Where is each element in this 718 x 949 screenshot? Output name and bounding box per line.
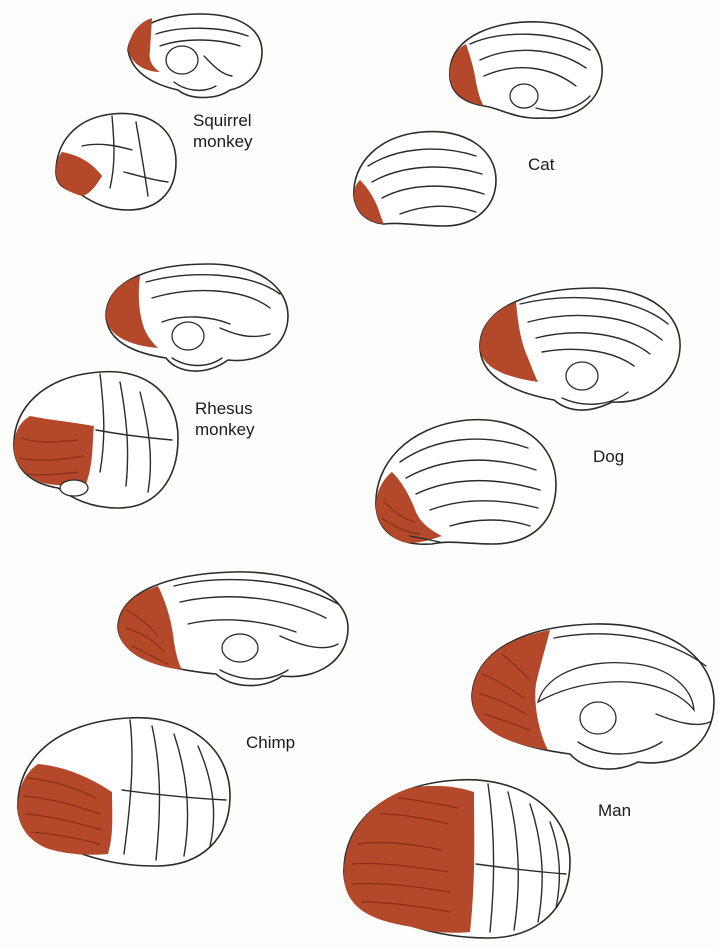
rhesus-monkey-medial-brain xyxy=(100,258,294,378)
man-medial-brain xyxy=(466,618,718,776)
dog-lateral-brain xyxy=(370,414,560,550)
label-man: Man xyxy=(598,800,631,821)
squirrel-monkey-lateral-brain xyxy=(52,106,182,214)
label-cat: Cat xyxy=(528,154,554,175)
chimp-lateral-brain xyxy=(12,714,234,872)
squirrel-monkey-medial-brain xyxy=(120,10,270,102)
dog-medial-brain xyxy=(472,282,686,414)
cat-lateral-brain xyxy=(348,126,500,230)
label-chimp: Chimp xyxy=(246,732,295,753)
man-lateral-brain xyxy=(338,774,574,944)
label-dog: Dog xyxy=(593,446,624,467)
rhesus-monkey-lateral-brain xyxy=(8,368,182,514)
chimp-medial-brain xyxy=(112,566,354,692)
label-rhesus-monkey: Rhesus monkey xyxy=(195,398,255,440)
label-squirrel-monkey: Squirrel monkey xyxy=(193,110,253,152)
cat-medial-brain xyxy=(440,16,610,126)
